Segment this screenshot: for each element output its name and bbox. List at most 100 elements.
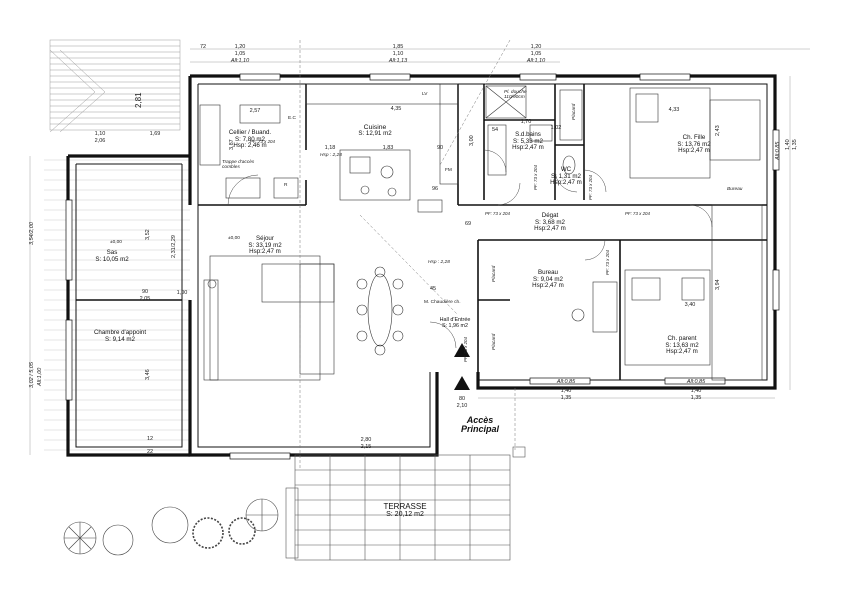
dim-inner-5: 1,02 xyxy=(550,125,562,131)
dim-bottom-4: 1,40 xyxy=(690,388,702,394)
dim-inner-8: 90 xyxy=(436,145,444,151)
main-entrance-label: Accès Principal xyxy=(460,415,500,435)
dim-left-side-0: 3,54/2,00 xyxy=(29,222,35,245)
room-label-sejour: Séjour S: 33,19 m2 Hsp:2,47 m xyxy=(248,235,282,255)
annotation-hsp-hall: Hsp : 2,28 xyxy=(428,260,450,265)
annotation-pf-sdb: PF: 73 x 204 xyxy=(533,165,538,190)
annotation-chaudiere: M. Chaudière ch. xyxy=(424,300,461,305)
dim-inner-17: 3,46 xyxy=(145,369,151,380)
annotation-lv: LV xyxy=(422,92,428,97)
bathroom-fixtures xyxy=(485,85,583,176)
dim-inner-4: 54 xyxy=(491,127,499,133)
dim-inner-10: 3,00 xyxy=(469,135,475,146)
dim-top-4: 1,85 xyxy=(392,44,404,50)
room-label-chparent: Ch. parent S: 13,63 m2 Hsp:2,47 m xyxy=(665,335,699,355)
dim-top-3: All:1,10 xyxy=(230,58,250,64)
dim-inner-22: 80 xyxy=(458,396,466,402)
dim-inner-11: 4,33 xyxy=(668,107,680,113)
dim-right-2: 1,35 xyxy=(792,139,798,150)
dim-inner-21: 45 xyxy=(429,286,437,292)
dim-top-7: 1,20 xyxy=(530,44,542,50)
annotation-fm: FM xyxy=(445,168,452,173)
entrance-arrows xyxy=(454,343,470,390)
dim-top-1: 1,20 xyxy=(234,44,246,50)
dim-inner-7: 1,83 xyxy=(382,145,394,151)
room-label-cuisine: Cuisine S: 12,91 m2 xyxy=(358,124,392,138)
room-label-sas: Sas S: 10,05 m2 xyxy=(95,249,129,263)
annotation-ec: E.C xyxy=(288,116,296,121)
dim-inner-12: 2,43 xyxy=(715,125,721,136)
dim-inner-23: 2,10 xyxy=(456,403,468,409)
terrace xyxy=(285,446,526,561)
annotation-hsp-cuisine: Hsp : 2,28 xyxy=(320,153,342,158)
annotation-pf-bureau: PF: 73 x 204 xyxy=(605,250,610,275)
dim-bottom-5: 1,35 xyxy=(690,395,702,401)
dim-inner-28: 69 xyxy=(464,221,472,227)
trees xyxy=(63,498,279,556)
room-label-terrasse: TERRASSE S: 20,12 m2 xyxy=(383,502,427,519)
annotation-pf-cuisine: PF: 73 x 204 xyxy=(485,211,510,216)
dim-inner-18: 90 xyxy=(141,289,149,295)
dim-top-8: 1,05 xyxy=(530,51,542,57)
deck-hatching xyxy=(49,39,181,133)
dim-left-side-2: All:1,00 xyxy=(37,367,43,386)
annotation-r: R xyxy=(284,183,288,188)
annotation-alt-sejour: ±0,00 xyxy=(228,236,240,241)
dim-top-5: 1,10 xyxy=(392,51,404,57)
dim-inner-6: 1,18 xyxy=(324,145,336,151)
living-furniture xyxy=(203,255,404,381)
dim-left-side-1: 3,02 / 5,05 xyxy=(29,362,35,388)
annotation-alt-sas: ±0,00 xyxy=(110,240,122,245)
dim-left-top-0: 2,81 xyxy=(134,92,143,108)
bedroom-furniture xyxy=(571,87,763,381)
kitchen-furniture xyxy=(199,83,459,213)
dim-inner-2: 3,87 xyxy=(229,139,235,150)
dim-left-top-2: 2,06 xyxy=(94,138,106,144)
room-label-hall: Hall d'Entrée S: 1,96 m2 xyxy=(439,317,471,329)
exterior-wall-inner-line xyxy=(75,83,768,448)
dim-top-2: 1,05 xyxy=(234,51,246,57)
room-label-cellier: Cellier / Buand. S: 7,80 m2 Hsp: 2,46 m xyxy=(228,129,272,149)
annotation-pf-cellier: PF: 73 x 204 xyxy=(250,139,275,144)
room-label-bureau: Bureau S: 9,04 m2 Hsp:2,47 m xyxy=(532,269,564,289)
annotation-pf-hall: PF: 73 x 204 xyxy=(463,337,468,362)
dim-inner-15: 3,40 xyxy=(684,302,696,308)
annotation-pf-chfille: PF: 73 x 204 xyxy=(625,211,650,216)
room-label-appoint: Chambre d'appoint S: 9,14 m2 xyxy=(93,329,147,343)
dim-bottom-3: All:0,85 xyxy=(686,379,706,385)
dim-top-0: 72 xyxy=(199,44,207,50)
dim-top-9: All:1,10 xyxy=(526,58,546,64)
annotation-placard-1: Placard xyxy=(572,103,577,120)
dimension-lines xyxy=(29,48,810,455)
dim-right-0: All:0,85 xyxy=(775,141,781,160)
annotation-placard-3: Placard xyxy=(492,333,497,350)
annotation-bureau-desk: Bureau xyxy=(727,187,743,192)
dim-inner-13: 3,52 xyxy=(145,229,151,240)
dim-inner-16: 3,94 xyxy=(715,279,721,290)
dim-bottom-2: 1,35 xyxy=(560,395,572,401)
interior-walls xyxy=(76,84,767,380)
dim-inner-25: 2,15 xyxy=(360,444,372,450)
dim-inner-9: 96 xyxy=(431,186,439,192)
dim-inner-26: 12 xyxy=(146,436,154,442)
hall-sightlines xyxy=(299,39,516,470)
dim-inner-27: 22 xyxy=(146,449,154,455)
dim-inner-1: 4,35 xyxy=(390,106,402,112)
windows xyxy=(65,73,780,460)
dim-inner-3: 1,70 xyxy=(520,119,532,125)
room-label-wc: WC S: 1,31 m2 Hsp:2,47 m xyxy=(550,166,582,186)
dim-bottom-1: 1,40 xyxy=(560,388,572,394)
dim-right-1: 1,40 xyxy=(785,139,791,150)
annotation-pf-wc: PF: 73 x 204 xyxy=(588,175,593,200)
dim-inner-24: 2,80 xyxy=(360,437,372,443)
dim-inner-14: 2,31/2,29 xyxy=(171,235,177,258)
dim-bottom-0: All:0,85 xyxy=(556,379,576,385)
dim-inner-0: 2,57 xyxy=(249,108,261,114)
dim-left-top-1: 1,10 xyxy=(94,131,106,137)
annotation-placard-2: Placard xyxy=(492,265,497,282)
dim-left-top-3: 1,69 xyxy=(149,131,161,137)
dim-top-6: All:1,13 xyxy=(388,58,408,64)
